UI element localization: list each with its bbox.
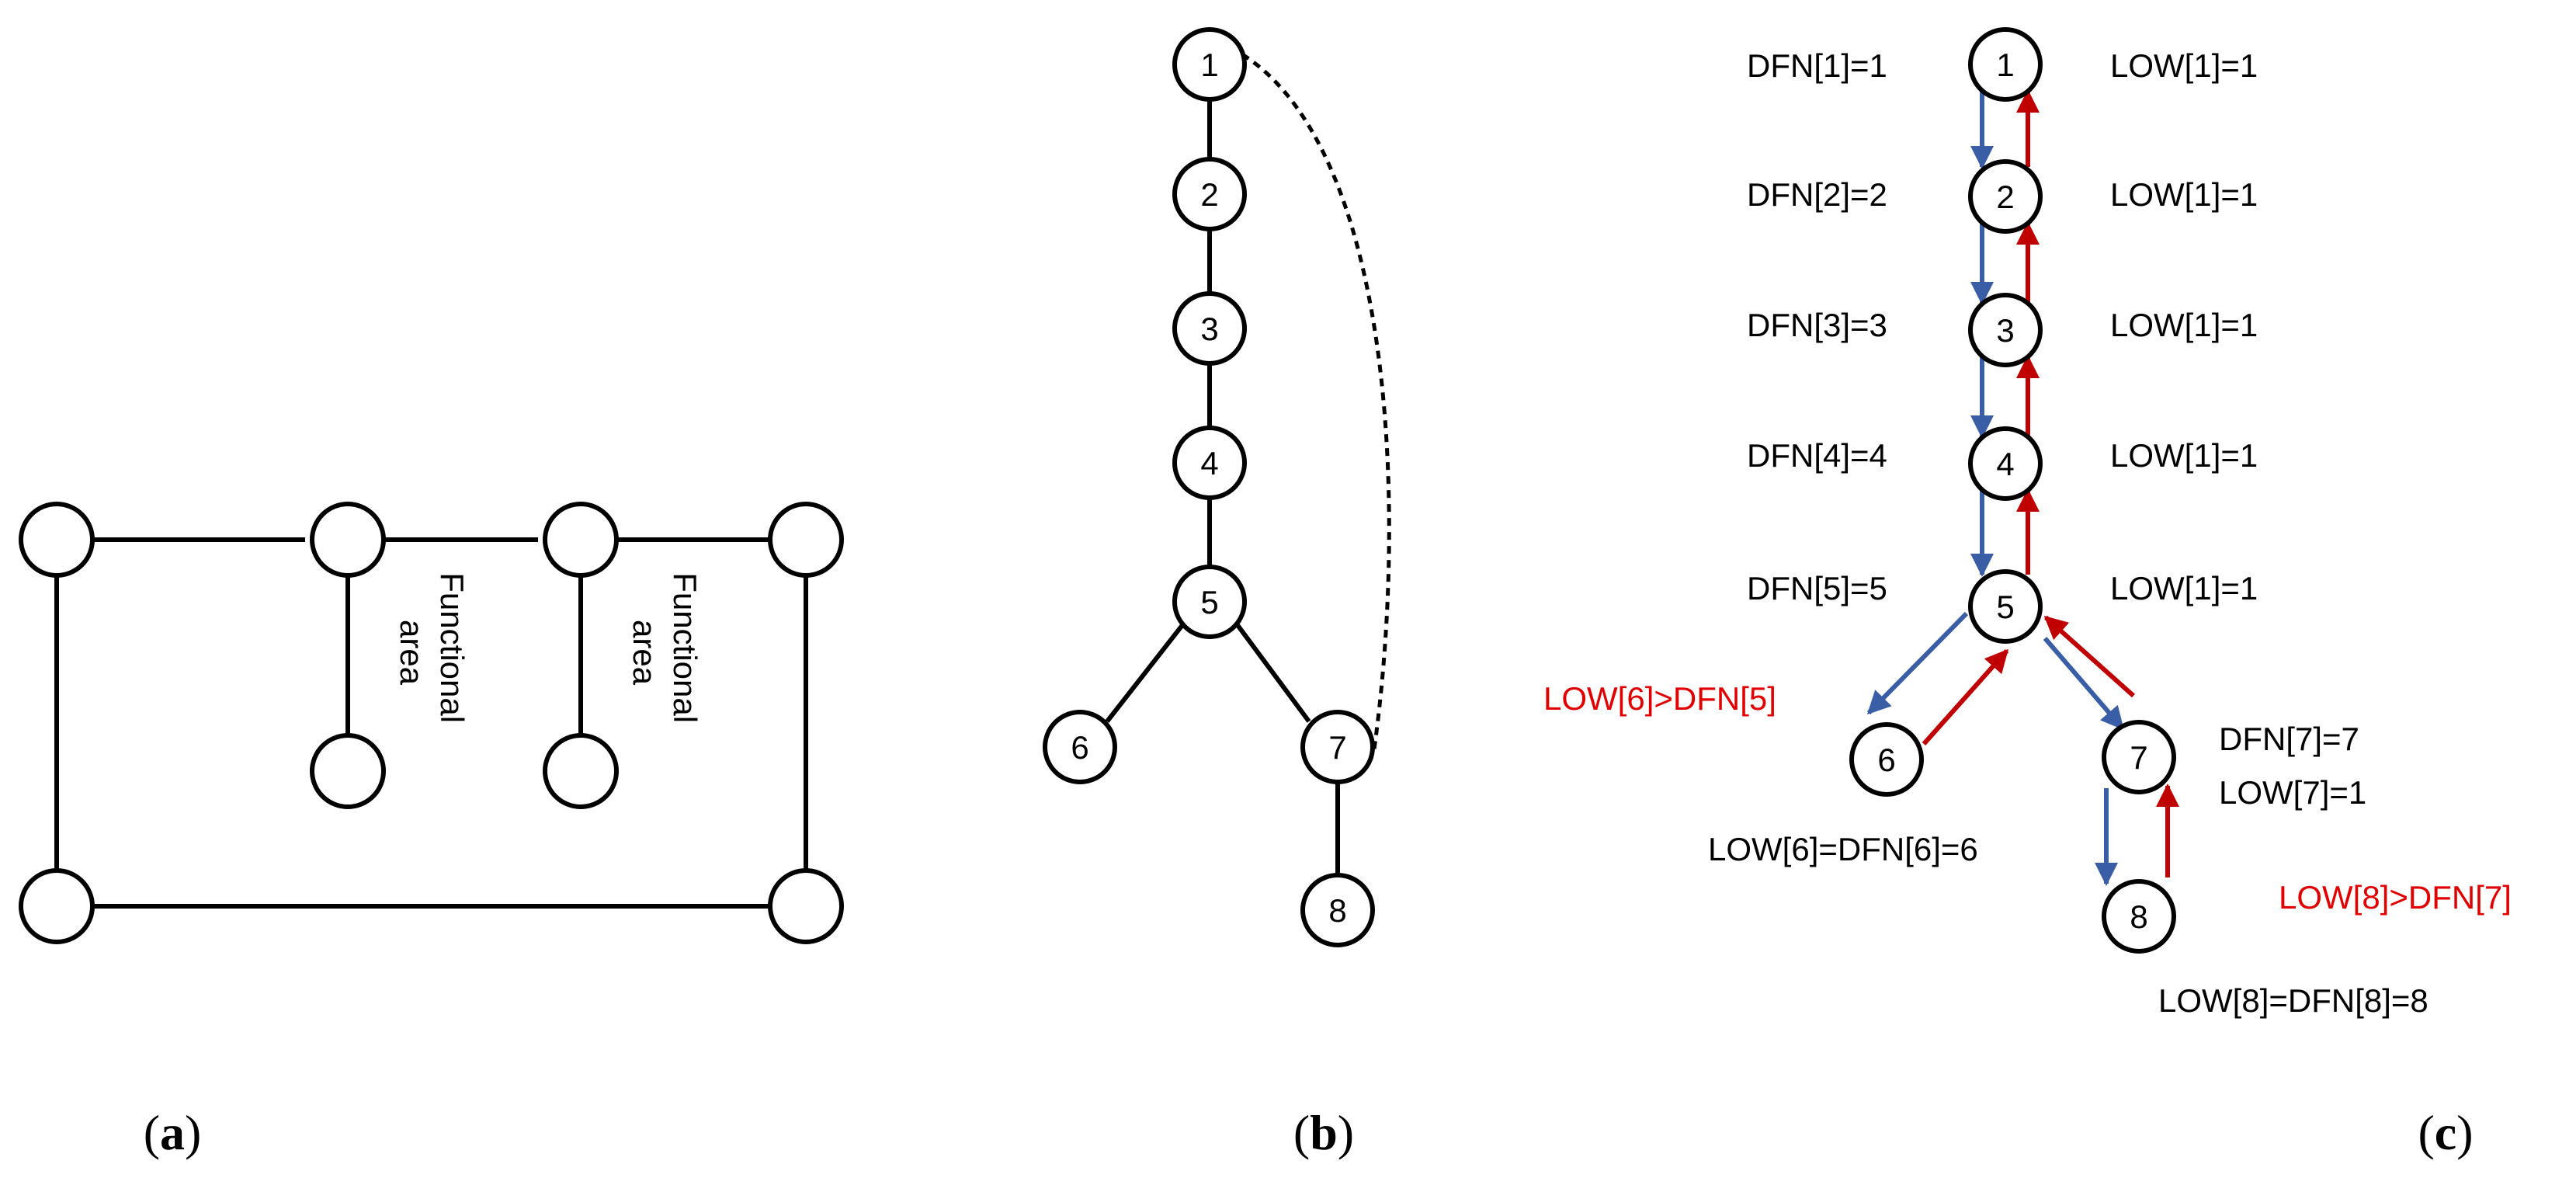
node7-dfn-label: DFN[7]=7 [2219, 721, 2359, 757]
node: 1 [1172, 27, 1247, 102]
backward-arrow [1922, 648, 2009, 745]
node6-equality-label: LOW[6]=DFN[6]=6 [1708, 831, 1978, 867]
dfn-label: DFN[2]=2 [1747, 176, 1887, 213]
node-label: 7 [2130, 739, 2147, 776]
node-label: 2 [1996, 179, 2014, 215]
node [543, 733, 619, 809]
node-label: 6 [1071, 729, 1088, 766]
node-label: 5 [1996, 589, 2014, 625]
node: 1 [1968, 27, 2043, 102]
forward-arrow [2043, 637, 2125, 731]
dfn-label: DFN[4]=4 [1747, 437, 1887, 474]
backward-arrow [2043, 615, 2135, 698]
node: 8 [2102, 879, 2176, 954]
area-line1: Functional [667, 572, 703, 723]
node [19, 868, 95, 944]
node-label: 5 [1200, 584, 1218, 620]
area-line2: area [394, 620, 430, 686]
node-label: 3 [1200, 311, 1218, 347]
node: 7 [2102, 720, 2176, 794]
panel-b-label: (b) [1293, 1105, 1354, 1160]
node: 2 [1968, 159, 2043, 234]
panel-a-label: (a) [144, 1105, 202, 1160]
node: 8 [1300, 873, 1375, 947]
panel-b: 1 2 3 4 5 6 7 8 (b) [1043, 27, 1391, 1160]
forward-arrow [1866, 611, 1969, 715]
node [310, 502, 386, 578]
node: 2 [1172, 157, 1247, 231]
node-label: 2 [1200, 176, 1218, 213]
node-label: 8 [1328, 892, 1346, 929]
low-label: LOW[1]=1 [2110, 176, 2258, 213]
low-label: LOW[1]=1 [2110, 437, 2258, 474]
node [543, 502, 619, 578]
node-label: 6 [1877, 742, 1895, 778]
node: 5 [1172, 565, 1247, 639]
node [768, 868, 844, 944]
node: 3 [1968, 293, 2043, 367]
panel-b-edges [1105, 52, 1391, 876]
node: 4 [1172, 426, 1247, 500]
node [19, 502, 95, 578]
dfn-label: DFN[5]=5 [1747, 570, 1887, 606]
panel-c-label: (c) [2418, 1105, 2473, 1160]
low-label: LOW[1]=1 [2110, 307, 2258, 343]
node-label: 4 [1200, 445, 1218, 481]
edge [1235, 624, 1311, 723]
panel-c-nodes: 1 2 3 4 5 6 7 8 [1849, 27, 2176, 954]
node [768, 502, 844, 578]
node [310, 733, 386, 809]
area-line1: Functional [434, 572, 470, 723]
panel-c: 1 2 3 4 5 6 7 8 DFN[1]=1 DFN[2]=2 DFN[3]… [1543, 27, 2512, 1160]
panel-a-nodes [19, 502, 844, 944]
dfn-label: DFN[3]=3 [1747, 307, 1887, 343]
node-label: 1 [1996, 47, 2014, 83]
functional-area-label-left: Functional area [394, 572, 470, 731]
node7-low-label: LOW[7]=1 [2219, 774, 2366, 811]
node: 5 [1968, 569, 2043, 644]
node-label: 7 [1328, 729, 1346, 766]
low-label: LOW[1]=1 [2110, 570, 2258, 606]
area-line2: area [627, 620, 663, 686]
node-label: 4 [1996, 446, 2014, 482]
node: 4 [1968, 426, 2043, 501]
node-label: 8 [2130, 898, 2147, 935]
node-label: 3 [1996, 312, 2014, 349]
node-label: 1 [1200, 47, 1218, 83]
panel-a: Functional area Functional area (a) [19, 502, 844, 1160]
node: 6 [1043, 710, 1117, 784]
node: 6 [1849, 722, 1924, 797]
low-label: LOW[1]=1 [2110, 47, 2258, 84]
condition-label-node6: LOW[6]>DFN[5] [1543, 680, 1776, 717]
condition-label-node8: LOW[8]>DFN[7] [2279, 879, 2512, 916]
dfn-label: DFN[1]=1 [1747, 47, 1887, 84]
panel-c-forward-arrows [1866, 92, 2125, 886]
panel-c-low-labels: LOW[1]=1 LOW[1]=1 LOW[1]=1 LOW[1]=1 LOW[… [2110, 47, 2258, 606]
panel-b-nodes: 1 2 3 4 5 6 7 8 [1043, 27, 1375, 947]
back-edge-dotted [1241, 52, 1391, 750]
panel-a-edges [54, 537, 808, 909]
node: 7 [1300, 710, 1375, 784]
edge [1105, 624, 1185, 723]
panel-c-dfn-labels: DFN[1]=1 DFN[2]=2 DFN[3]=3 DFN[4]=4 DFN[… [1747, 47, 1887, 606]
functional-area-label-right: Functional area [627, 572, 703, 731]
panel-c-backward-arrows [1922, 89, 2179, 877]
node8-equality-label: LOW[8]=DFN[8]=8 [2158, 982, 2428, 1019]
node: 3 [1172, 291, 1247, 366]
